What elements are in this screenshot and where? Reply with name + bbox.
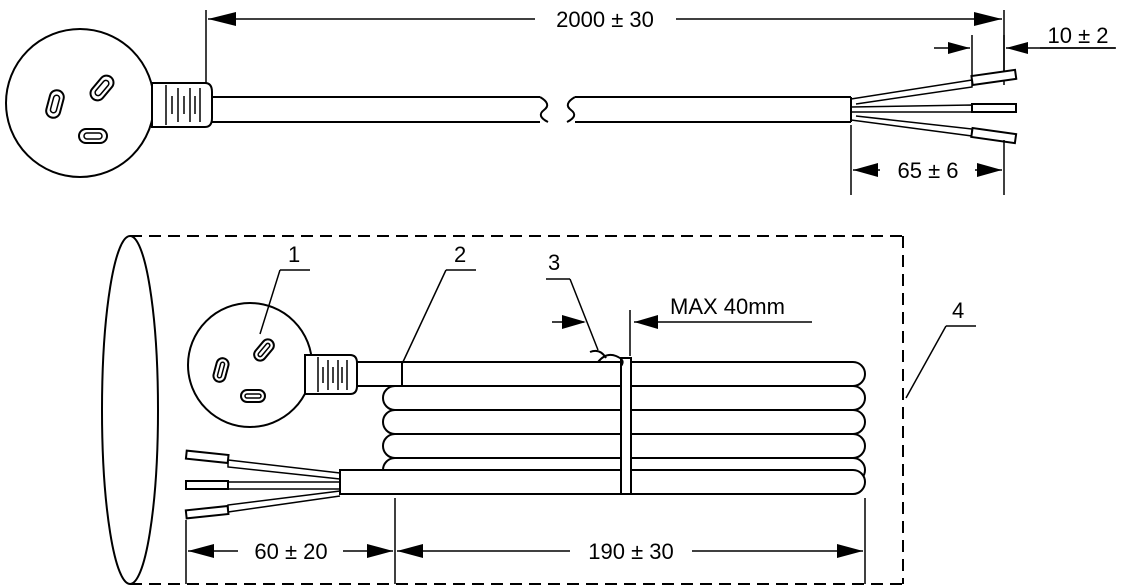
- pin-slot-icon: [45, 89, 65, 119]
- jacket-strip-label: 65 ± 6: [897, 158, 958, 183]
- jacket-strip-dimension: 65 ± 6: [850, 125, 1005, 195]
- strain-relief: [151, 82, 213, 128]
- callout-2-label: 2: [454, 242, 466, 267]
- tail-length-dimension: 60 ± 20: [185, 498, 396, 584]
- coil-length-dimension: 190 ± 30: [397, 498, 866, 584]
- strip-length-dimension: 10 ± 2: [934, 23, 1116, 80]
- callout-1-label: 1: [288, 242, 300, 267]
- callout-bag: 4: [905, 298, 976, 399]
- top-view: 2000 ± 30 10 ± 2: [5, 7, 1116, 195]
- coil-length-label: 190 ± 30: [588, 539, 673, 564]
- tail-length-label: 60 ± 20: [254, 539, 327, 564]
- packaged-view: MAX 40mm 1 2 3 4: [101, 235, 976, 585]
- cable-tie: [589, 349, 632, 495]
- coiled-cord: [339, 361, 866, 495]
- callout-cord: 2: [401, 242, 476, 365]
- overall-length-label: 2000 ± 30: [556, 7, 654, 32]
- bag-outline: [101, 235, 904, 585]
- tie-max-label: MAX 40mm: [670, 294, 785, 319]
- overall-length-dimension: 2000 ± 30: [205, 7, 1005, 90]
- pin-slot-icon: [240, 389, 266, 403]
- callout-tie: 3: [546, 250, 599, 351]
- callout-4-label: 4: [952, 298, 964, 323]
- cord-top: [212, 96, 852, 123]
- tie-max-dimension: MAX 40mm: [552, 294, 812, 356]
- callout-plug: 1: [259, 242, 310, 335]
- plug-packaged: [187, 302, 358, 428]
- strain-relief: [304, 354, 358, 395]
- strip-length-label: 10 ± 2: [1047, 23, 1108, 48]
- pin-slot-icon: [212, 357, 230, 383]
- wires-top: [850, 68, 1018, 145]
- callout-3-label: 3: [548, 250, 560, 275]
- plug-top: [5, 28, 213, 178]
- pin-slot-icon: [253, 338, 275, 362]
- wire-tail: [184, 449, 341, 520]
- pin-slot-icon: [78, 128, 108, 144]
- pin-slot-icon: [89, 74, 115, 102]
